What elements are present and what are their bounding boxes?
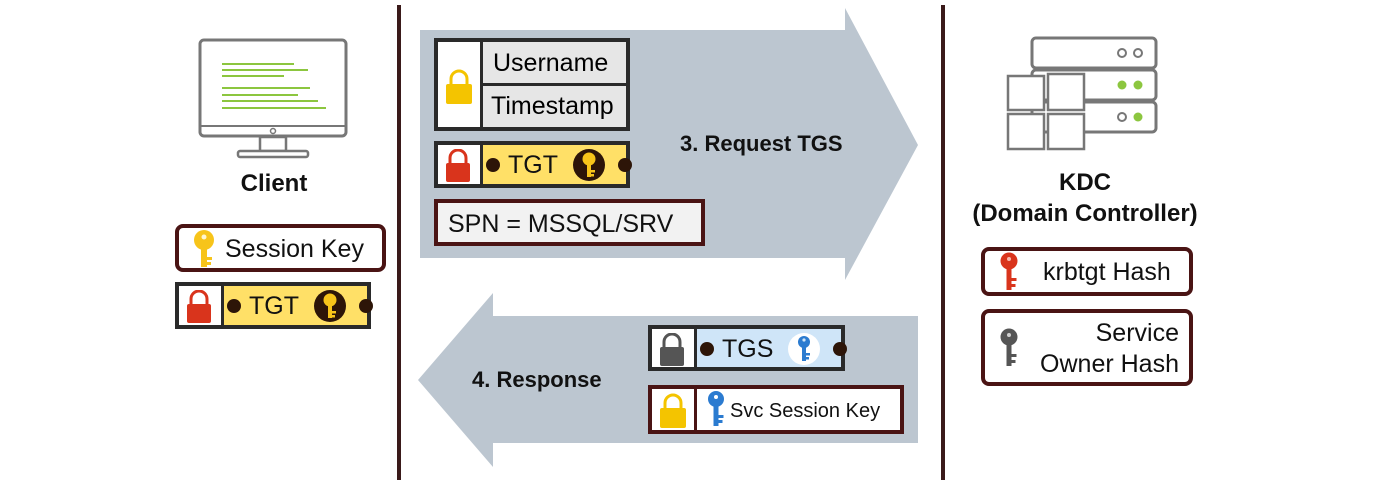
timestamp-field: Timestamp (483, 86, 626, 127)
client-label: Client (240, 170, 308, 197)
ticket-notch (486, 158, 500, 172)
tgs-ticket: TGS (648, 325, 847, 371)
key-badge-icon (788, 333, 820, 365)
client-tgt-ticket: TGT (175, 282, 373, 329)
username-text: Username (493, 49, 609, 77)
ticket-notch (359, 299, 373, 313)
client-session-key-text: Session Key (225, 235, 364, 263)
ticket-notch (700, 342, 714, 356)
service-owner-hash-text: Service Owner Hash (1040, 318, 1179, 380)
monitor-icon (198, 38, 348, 159)
spn-box: SPN = MSSQL/SRV (434, 199, 705, 246)
request-tgt-text: TGT (508, 151, 558, 179)
service-owner-hash-line2: Owner Hash (1040, 350, 1179, 378)
client-session-key-box: Session Key (175, 224, 386, 272)
key-icon-yellow (194, 230, 214, 267)
kdc-label-line2: (Domain Controller) (972, 200, 1198, 227)
kdc-label-line1: KDC (1059, 169, 1111, 196)
service-owner-hash-line1: Service (1095, 319, 1179, 347)
lock-icon-yellow (660, 393, 686, 428)
request-tgt-ticket: TGT (434, 141, 632, 188)
krbtgt-hash-box: krbtgt Hash (981, 247, 1193, 296)
key-icon-gray (1000, 328, 1018, 366)
service-owner-hash-box: Service Owner Hash (981, 309, 1193, 386)
spn-text: SPN = MSSQL/SRV (448, 210, 674, 238)
left-divider (397, 5, 401, 480)
tgs-text: TGS (722, 335, 774, 363)
lock-icon-yellow (446, 69, 472, 104)
request-step-label: 3. Request TGS (680, 131, 843, 156)
username-field: Username (483, 42, 626, 83)
right-divider (941, 5, 945, 480)
lock-icon-red (187, 290, 211, 323)
key-icon-blue (708, 391, 724, 426)
key-icon-red (1000, 252, 1018, 290)
timestamp-text: Timestamp (491, 92, 614, 120)
svc-session-key-box: Svc Session Key (648, 385, 904, 434)
svc-session-key-text: Svc Session Key (730, 400, 881, 422)
kdc-label: KDC (Domain Controller) (945, 167, 1225, 229)
key-badge-icon (573, 149, 605, 181)
ticket-notch (833, 342, 847, 356)
server-icon (1006, 36, 1158, 151)
key-badge-icon (314, 290, 346, 322)
lock-icon-gray (660, 333, 684, 366)
lock-icon-red (446, 149, 470, 182)
response-step-label: 4. Response (472, 367, 602, 392)
auth-block: Username Timestamp (434, 38, 630, 131)
ticket-notch (618, 158, 632, 172)
ticket-notch (227, 299, 241, 313)
krbtgt-hash-text: krbtgt Hash (1043, 258, 1171, 286)
client-tgt-text: TGT (249, 292, 299, 320)
